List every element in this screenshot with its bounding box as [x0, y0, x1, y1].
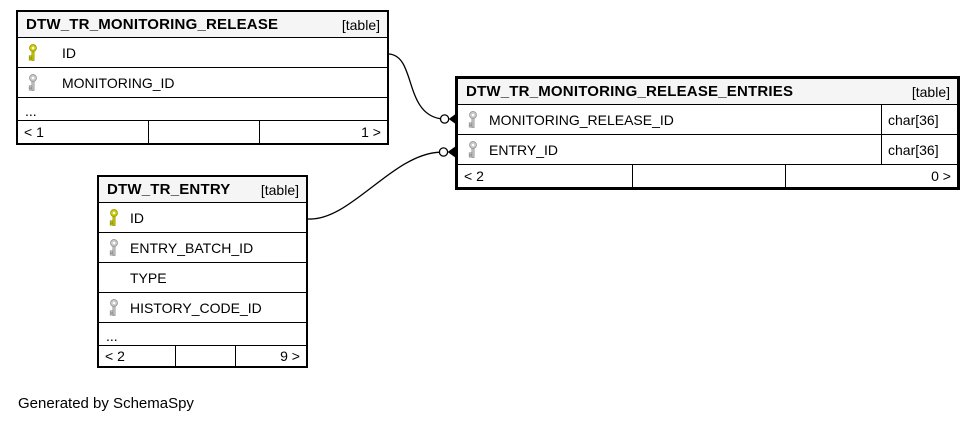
table-type-tag: [table] [911, 83, 950, 100]
primary-key-icon [28, 44, 38, 61]
footer-cell-middle [149, 121, 260, 143]
column-row: ID [99, 203, 306, 233]
relationship-entry-to-entries [307, 145, 457, 220]
column-name: ID [62, 44, 76, 61]
relationship-line [388, 53, 441, 120]
column-row: TYPE [99, 263, 306, 293]
table-header: DTW_TR_MONITORING_RELEASE [table] [18, 12, 387, 38]
table-header: DTW_TR_MONITORING_RELEASE_ENTRIES [table… [458, 79, 957, 105]
table-name[interactable]: DTW_TR_MONITORING_RELEASE [26, 16, 279, 33]
ellipsis-row: ... [99, 323, 306, 346]
column-name: HISTORY_CODE_ID [130, 299, 262, 316]
column-row: ENTRY_ID char[36] [458, 135, 957, 165]
column-row: MONITORING_ID [18, 68, 387, 98]
zero-one-circle [439, 114, 450, 124]
footer-cell-right: 0 > [931, 168, 951, 184]
column-name: ENTRY_ID [489, 141, 558, 158]
foreign-key-icon [109, 239, 119, 256]
table-footer: < 1 1 > [18, 121, 387, 143]
footer-cell-left: < 2 [99, 346, 176, 366]
table-type-tag: [table] [260, 181, 299, 198]
relationship-line [307, 151, 440, 220]
table-footer: < 2 9 > [99, 346, 306, 366]
table-header: DTW_TR_ENTRY [table] [99, 177, 306, 203]
ellipsis-row: ... [18, 98, 387, 121]
table-type-tag: [table] [341, 16, 380, 33]
column-name: TYPE [130, 269, 167, 286]
table-name[interactable]: DTW_TR_MONITORING_RELEASE_ENTRIES [466, 83, 794, 100]
footer-cell-middle [633, 165, 787, 187]
relationship-monitoring-release-to-entries [388, 53, 458, 126]
column-type: char[36] [881, 135, 957, 164]
footer-cell-left: < 2 [458, 165, 634, 187]
column-row: ID [18, 38, 387, 68]
zero-one-circle [438, 147, 449, 157]
column-name: ID [130, 209, 144, 226]
column-name: MONITORING_RELEASE_ID [489, 111, 674, 128]
column-row: ENTRY_BATCH_ID [99, 233, 306, 263]
foreign-key-icon [468, 111, 478, 128]
table-footer: < 2 0 > [458, 165, 957, 187]
footer-cell-left: < 1 [18, 121, 149, 143]
foreign-key-icon [28, 74, 38, 91]
footer-cell-right: 1 > [361, 124, 381, 140]
column-row: HISTORY_CODE_ID [99, 293, 306, 323]
footer-cell-right: 9 > [280, 348, 300, 364]
table-dtw-tr-entry: DTW_TR_ENTRY [table] ID [97, 175, 308, 368]
foreign-key-icon [468, 141, 478, 158]
footer-cell-middle [176, 346, 236, 366]
table-dtw-tr-monitoring-release-entries: DTW_TR_MONITORING_RELEASE_ENTRIES [table… [455, 76, 960, 190]
foreign-key-icon [109, 299, 119, 316]
generator-note: Generated by SchemaSpy [18, 395, 194, 412]
column-name: MONITORING_ID [62, 74, 175, 91]
table-name[interactable]: DTW_TR_ENTRY [107, 181, 231, 198]
column-type: char[36] [881, 105, 957, 134]
column-row: MONITORING_RELEASE_ID char[36] [458, 105, 957, 135]
column-name: ENTRY_BATCH_ID [130, 239, 254, 256]
table-dtw-tr-monitoring-release: DTW_TR_MONITORING_RELEASE [table] ID [16, 10, 389, 145]
primary-key-icon [109, 209, 119, 226]
